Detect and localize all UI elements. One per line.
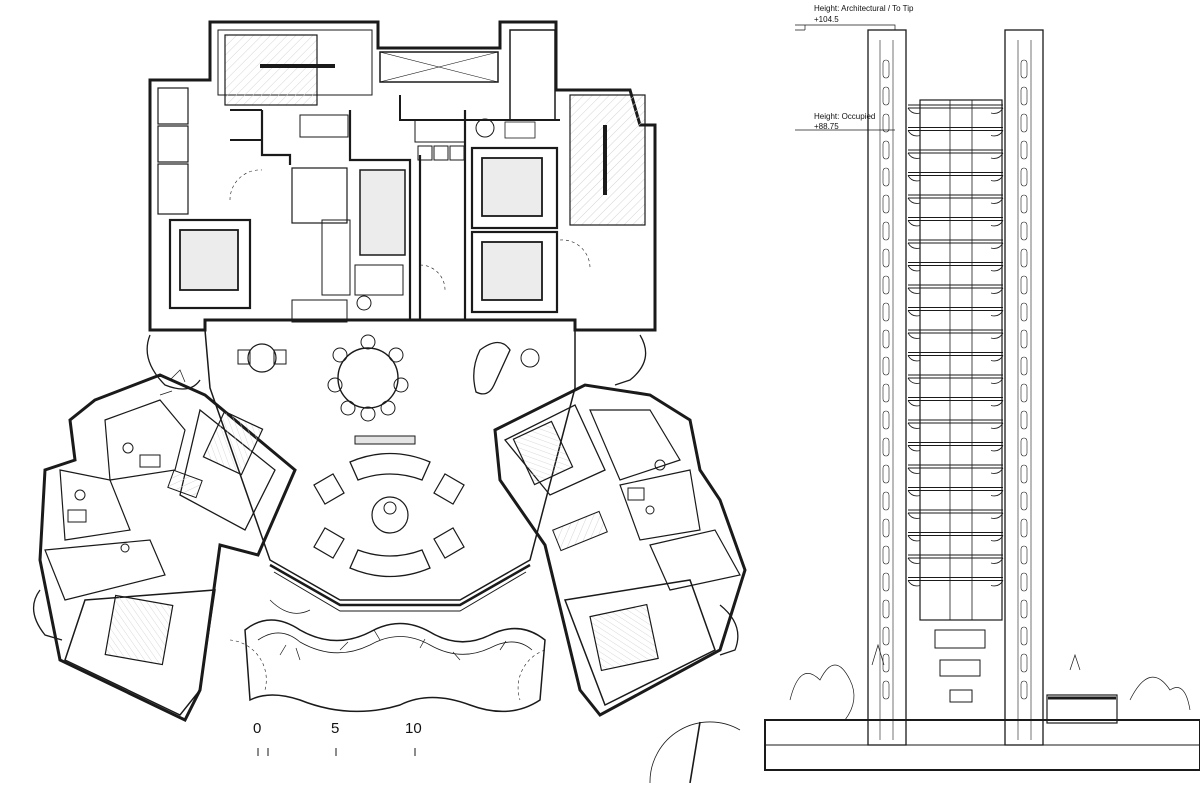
floor-slab [907, 329, 1004, 339]
facade-slot [882, 383, 890, 403]
facade-slot [882, 86, 890, 106]
facade-slot [882, 599, 890, 619]
facade-slot [882, 140, 890, 160]
floor-slab [907, 464, 1004, 474]
north-arrow-icon [649, 721, 741, 784]
facade-slot [1020, 167, 1028, 187]
floor-slab [907, 104, 1004, 114]
floor-slab [907, 239, 1004, 249]
facade-slot [1020, 248, 1028, 268]
height-occupied-label: Height: Occupied [814, 112, 876, 121]
floor-slab [907, 262, 1004, 272]
floor-slab [907, 149, 1004, 159]
scale-label-5: 5 [331, 720, 340, 737]
facade-slot [1020, 356, 1028, 376]
facade-slot [882, 437, 890, 457]
facade-slot [1020, 275, 1028, 295]
facade-slot [1020, 491, 1028, 511]
floor-slab [907, 374, 1004, 384]
facade-slot [1020, 113, 1028, 133]
facade-slot [1020, 383, 1028, 403]
facade-slot [1020, 194, 1028, 214]
floor-slab [907, 217, 1004, 227]
facade-slot [1020, 59, 1028, 79]
facade-slot [1020, 518, 1028, 538]
height-tip-label: Height: Architectural / To Tip [814, 4, 914, 13]
facade-slot [882, 572, 890, 592]
facade-slot [882, 302, 890, 322]
floor-slab [907, 509, 1004, 519]
floor-slab [907, 532, 1004, 542]
floor-slab [907, 127, 1004, 137]
living-area [204, 329, 576, 612]
facade-slot [1020, 86, 1028, 106]
right-bedroom-wing [493, 334, 747, 717]
facade-slot [1020, 545, 1028, 565]
floor-slab [907, 397, 1004, 407]
tower-section [764, 24, 1200, 771]
facade-slot [1020, 464, 1028, 484]
floor-slab [907, 194, 1004, 204]
facade-slot [1020, 329, 1028, 349]
facade-slot [882, 680, 890, 700]
floor-slab [907, 352, 1004, 362]
facade-slot [1020, 572, 1028, 592]
height-tip-value: +104.5 [814, 15, 839, 24]
facade-slot [882, 491, 890, 511]
floor-slab [907, 419, 1004, 429]
facade-slot [1020, 221, 1028, 241]
facade-slot [882, 545, 890, 565]
floor-slab [907, 554, 1004, 564]
facade-slot [1020, 437, 1028, 457]
facade-slot [882, 113, 890, 133]
height-markers [795, 24, 896, 131]
scale-label-0: 0 [253, 720, 262, 737]
facade-slot [1020, 302, 1028, 322]
facade-slot [1020, 599, 1028, 619]
facade-slot [882, 626, 890, 646]
facade-slot [882, 518, 890, 538]
scale-label-10: 10 [405, 720, 422, 737]
facade-slot [1020, 653, 1028, 673]
facade-slot [882, 653, 890, 673]
core-block [148, 20, 657, 332]
tower-floors [907, 104, 1004, 587]
floor-slab [907, 487, 1004, 497]
floor-slab [907, 307, 1004, 317]
height-occupied-value: +88.75 [814, 122, 839, 131]
facade-slot [1020, 410, 1028, 430]
floor-slab [907, 172, 1004, 182]
facade-slot [882, 410, 890, 430]
facade-slot [882, 194, 890, 214]
facade-slot [1020, 626, 1028, 646]
landscape-planter [159, 369, 546, 713]
facade-slot [1020, 140, 1028, 160]
floor-slab [907, 284, 1004, 294]
facade-slot [882, 59, 890, 79]
floor-slab [907, 577, 1004, 587]
facade-slot [882, 275, 890, 295]
left-bedroom-wing [33, 334, 297, 722]
tower-slots [882, 59, 1028, 700]
facade-slot [882, 221, 890, 241]
scale-bar [257, 748, 416, 756]
facade-slot [882, 248, 890, 268]
facade-slot [882, 464, 890, 484]
facade-slot [882, 356, 890, 376]
facade-slot [882, 329, 890, 349]
floor-plan [33, 20, 747, 784]
floor-slab [907, 442, 1004, 452]
facade-slot [1020, 680, 1028, 700]
facade-slot [882, 167, 890, 187]
